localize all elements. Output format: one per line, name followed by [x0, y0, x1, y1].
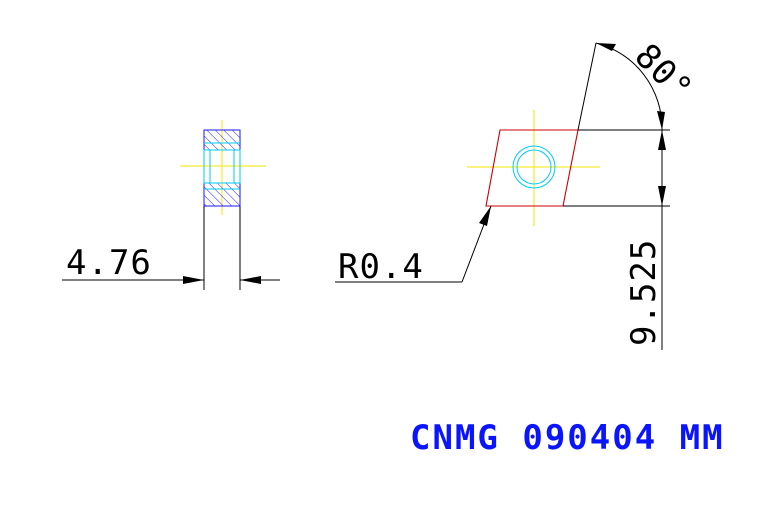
corner-radius-dimension: R0.4 — [338, 247, 424, 287]
angle-dimension: 80° — [627, 36, 701, 110]
insert-outline — [485, 129, 579, 207]
arrowhead — [658, 130, 666, 150]
arrowhead — [240, 276, 261, 284]
arrowhead — [183, 276, 204, 284]
arrowhead — [479, 206, 491, 226]
top-view — [335, 42, 670, 350]
section-hatch-top — [203, 129, 241, 151]
insert-hole — [512, 145, 556, 189]
side-view — [62, 120, 280, 290]
thickness-dimension: 4.76 — [66, 243, 152, 283]
section-hatch-bottom — [203, 182, 241, 207]
arrowhead — [596, 43, 616, 51]
insert-code: CNMG 090404 MM — [410, 418, 725, 458]
inscribed-circle-dimension: 9.525 — [624, 239, 664, 346]
arrowhead — [657, 111, 665, 130]
arrowhead — [658, 186, 666, 206]
